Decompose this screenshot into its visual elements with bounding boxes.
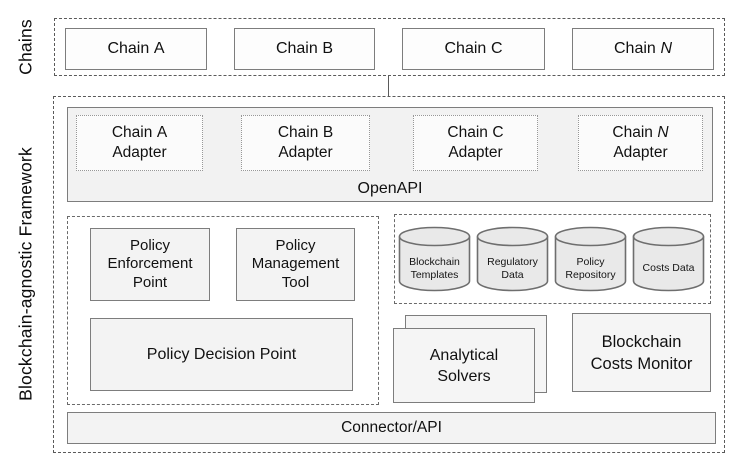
regulatory-data-db: Regulatory Data [476,226,549,293]
policy-repository-db: Policy Repository [554,226,627,293]
chains-framework-connector-line [388,76,389,96]
data-stores-section: Blockchain Templates Regulatory Data Pol… [394,214,711,304]
adapter-line2: Adapter [278,144,333,161]
db-label: Blockchain Templates [409,256,460,281]
db-label: Policy Repository [565,256,616,281]
policy-management-tool-box: Policy Management Tool [236,228,355,301]
chains-section-label: Chains [15,19,36,75]
openapi-label: OpenAPI [357,180,423,197]
db-label: Regulatory Data [487,256,538,281]
costs-data-db: Costs Data [632,226,705,293]
policy-section: Policy Enforcement Point Policy Manageme… [67,216,379,405]
connector-api-box: Connector/API [67,412,716,444]
database-cylinder-icon [554,226,627,292]
blockchain-costs-monitor-box: Blockchain Costs Monitor [572,313,711,392]
adapter-line2: Adapter [613,144,668,161]
analytical-solvers-box: Analytical Solvers [393,328,535,403]
blockchain-templates-db: Blockchain Templates [398,226,471,293]
policy-enforcement-point-box: Policy Enforcement Point [90,228,210,301]
database-cylinder-icon [476,226,549,292]
database-cylinder-icon [398,226,471,292]
db-label: Costs Data [642,262,695,275]
policy-decision-point-box: Policy Decision Point [90,318,353,391]
adapter-line2: Adapter [112,144,167,161]
adapter-line2: Adapter [448,144,503,161]
framework-section-label: Blockchain-agnostic Framework [15,147,36,401]
database-cylinder-icon [632,226,705,292]
